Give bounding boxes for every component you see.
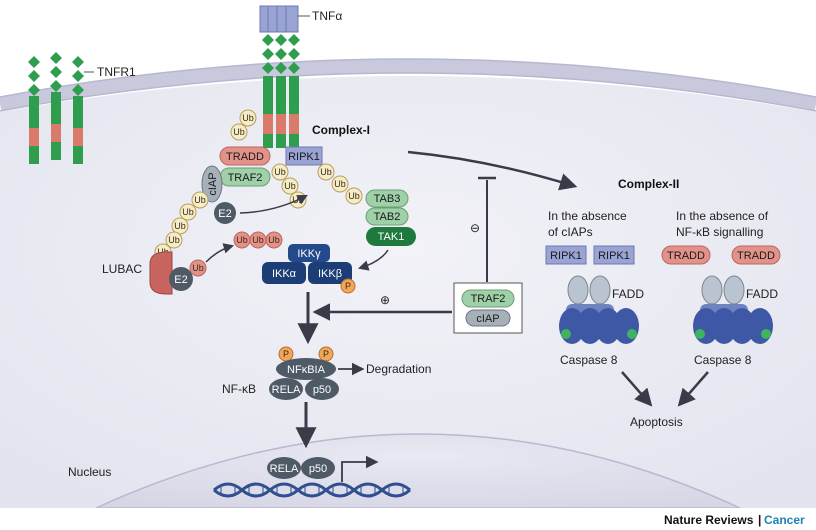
svg-text:Ub: Ub	[182, 207, 194, 217]
svg-text:Ub: Ub	[348, 191, 360, 201]
footer-band	[0, 508, 816, 530]
arrow-e2-to-ub	[239, 195, 308, 214]
tnfa-ligand	[259, 5, 310, 33]
tnfr1-receptor	[72, 56, 84, 164]
plus-sign: ⊕	[380, 293, 390, 307]
svg-text:TAB3: TAB3	[374, 193, 401, 205]
svg-text:E2: E2	[174, 274, 187, 286]
tnfr1-receptors	[28, 52, 94, 164]
svg-text:TAK1: TAK1	[378, 231, 405, 243]
tnfr1-receptor	[28, 56, 40, 164]
svg-text:P: P	[323, 349, 329, 359]
nucleus	[95, 433, 741, 509]
svg-text:Ub: Ub	[242, 113, 254, 123]
tradd-protein: TRADD	[219, 146, 271, 166]
svg-text:p50: p50	[309, 463, 327, 475]
svg-text:cIAP: cIAP	[476, 313, 499, 325]
svg-text:TRADD: TRADD	[737, 250, 775, 262]
nfkb-label: NF-κB	[222, 382, 256, 396]
tab2-protein: TAB2	[365, 207, 409, 226]
svg-text:Ub: Ub	[194, 195, 206, 205]
plasma-membrane	[0, 58, 816, 112]
absence-nfkb-line1: In the absence of	[676, 209, 769, 223]
complex2-label: Complex-II	[618, 177, 679, 191]
tnfr1-receptor	[50, 52, 62, 160]
tnfr1-trimer-bound	[262, 34, 300, 148]
svg-text:IKKγ: IKKγ	[297, 248, 321, 260]
svg-text:RIPK1: RIPK1	[598, 250, 630, 262]
svg-text:Ub: Ub	[233, 127, 245, 137]
arrow-right-to-apoptosis	[677, 371, 709, 407]
svg-text:RELA: RELA	[270, 463, 299, 475]
svg-text:RIPK1: RIPK1	[550, 250, 582, 262]
complex1-label: Complex-I	[312, 123, 370, 137]
absence-ciaps-line1: In the absence	[548, 209, 627, 223]
footer-section: Cancer	[764, 513, 805, 527]
linear-ubiquitin-chain: Ub Ub Ub	[233, 231, 283, 249]
svg-text:Ub: Ub	[168, 235, 180, 245]
arrow-lubac-to-ub	[205, 243, 235, 263]
complex2-tradd: TRADD TRADD	[661, 245, 781, 344]
apoptosis-label: Apoptosis	[630, 415, 683, 429]
svg-text:P: P	[345, 281, 351, 291]
traf2-protein: TRAF2	[219, 167, 271, 187]
svg-text:Ub: Ub	[236, 235, 248, 245]
svg-text:Ub: Ub	[274, 167, 286, 177]
svg-text:cIAP: cIAP	[207, 172, 219, 195]
svg-text:TRADD: TRADD	[667, 250, 705, 262]
svg-text:p50: p50	[313, 384, 331, 396]
absence-ciaps-line2: of cIAPs	[548, 225, 593, 239]
tab3-protein: TAB3	[365, 189, 409, 208]
svg-text:E2: E2	[218, 208, 231, 220]
lubac-label: LUBAC	[102, 262, 142, 276]
svg-text:TRAF2: TRAF2	[471, 293, 506, 305]
tak1-protein: TAK1	[366, 227, 416, 246]
svg-text:TRADD: TRADD	[226, 151, 264, 163]
svg-text:Ub: Ub	[320, 167, 332, 177]
svg-text:Ub: Ub	[252, 235, 264, 245]
ciap-protein: cIAP	[201, 165, 223, 203]
dna-helix	[213, 482, 411, 498]
nuclear-nfkb: RELA p50	[267, 457, 335, 479]
ripk1-protein: RIPK1	[285, 146, 323, 166]
nucleus-label: Nucleus	[68, 465, 111, 479]
ubiquitin-chain-upper: Ub Ub	[230, 109, 257, 141]
svg-text:IKKα: IKKα	[272, 268, 297, 280]
svg-text:NFκBIA: NFκBIA	[287, 364, 326, 376]
arrow-tak1-to-ikk	[357, 249, 389, 271]
svg-text:TAB2: TAB2	[374, 211, 401, 223]
degradation-label: Degradation	[366, 362, 431, 376]
nfkb-complex: P P NFκBIA RELA p50	[269, 346, 339, 400]
svg-text:Ub: Ub	[192, 263, 204, 273]
transcription-arrow	[341, 455, 379, 482]
caspase8-label-right: Caspase 8	[694, 353, 752, 367]
fadd-label-left: FADD	[612, 287, 644, 301]
traf2-ciap-box: TRAF2 cIAP	[453, 282, 523, 334]
minus-sign: ⊖	[470, 221, 480, 235]
complex2-ripk1: RIPK1 RIPK1	[545, 245, 639, 344]
arrow-left-to-apoptosis	[621, 371, 653, 407]
lubac-complex: E2 Ub	[149, 251, 207, 295]
footer-journal: Nature Reviews	[664, 513, 754, 527]
footer-separator: |	[758, 513, 761, 527]
svg-text:Ub: Ub	[174, 221, 186, 231]
svg-text:Ub: Ub	[284, 181, 296, 191]
svg-text:RIPK1: RIPK1	[288, 151, 320, 163]
svg-text:IKKβ: IKKβ	[318, 268, 342, 280]
svg-text:TRAF2: TRAF2	[228, 172, 263, 184]
absence-nfkb-line2: NF-κB signalling	[676, 225, 763, 239]
tnfr1-label: TNFR1	[97, 65, 136, 79]
tnfa-label: TNFα	[312, 9, 342, 23]
fadd-label-right: FADD	[746, 287, 778, 301]
caspase8-label-left: Caspase 8	[560, 353, 618, 367]
svg-text:P: P	[283, 349, 289, 359]
ubiquitin-chain-ripk1: Ub Ub Ub Ub Ub Ub	[271, 163, 363, 209]
ikk-complex: IKKγ IKKα IKKβ P	[262, 244, 356, 294]
svg-text:RELA: RELA	[272, 384, 301, 396]
svg-text:Ub: Ub	[268, 235, 280, 245]
e2-upper: E2	[214, 202, 236, 224]
arrow-complex1-to-complex2	[407, 150, 578, 191]
svg-text:Ub: Ub	[334, 179, 346, 189]
